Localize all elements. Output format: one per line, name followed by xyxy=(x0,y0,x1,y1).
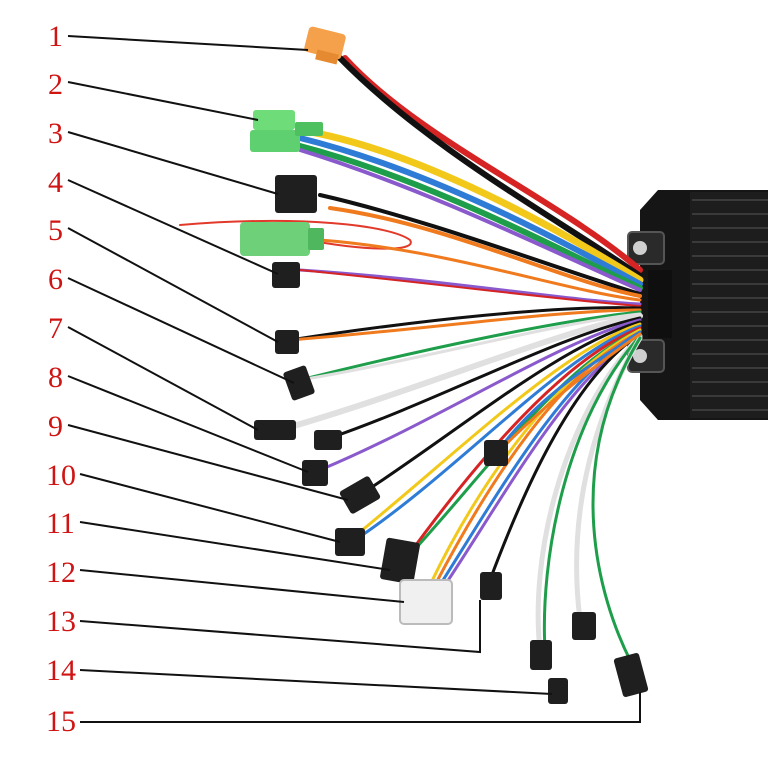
connector-6 xyxy=(283,365,315,401)
callout-10: 10 xyxy=(46,459,76,492)
leader-8 xyxy=(67,375,309,473)
callout-11: 11 xyxy=(46,507,75,540)
leader-13 xyxy=(79,600,481,654)
callout-12: 12 xyxy=(46,556,76,589)
callout-2: 2 xyxy=(48,68,63,101)
leader-2 xyxy=(67,81,259,121)
connector-10b xyxy=(484,440,508,466)
green-multi-connector xyxy=(250,110,323,152)
callout-1: 1 xyxy=(48,20,63,53)
callout-6: 6 xyxy=(48,263,63,296)
leader-10 xyxy=(79,473,341,543)
controller-body xyxy=(627,190,768,420)
connectors xyxy=(240,26,649,704)
callout-9: 9 xyxy=(48,410,63,443)
connector-7b xyxy=(314,430,342,450)
white-connector-12 xyxy=(399,579,453,625)
leader-5 xyxy=(67,227,279,343)
leader-15 xyxy=(80,692,641,723)
connector-13 xyxy=(480,572,502,600)
green-throttle-connector xyxy=(240,222,324,256)
connector-9 xyxy=(339,476,381,514)
callout-15: 15 xyxy=(46,705,76,738)
leader-11 xyxy=(79,521,391,571)
leader-6 xyxy=(67,277,295,384)
connector-10 xyxy=(335,528,365,556)
connector-3 xyxy=(275,175,317,213)
leader-lines xyxy=(67,35,641,723)
callout-8: 8 xyxy=(48,361,63,394)
leader-7 xyxy=(67,326,259,431)
callout-labels: 1 2 3 4 5 6 7 8 9 10 11 12 13 14 15 xyxy=(46,20,76,738)
callout-3: 3 xyxy=(48,117,63,150)
callout-13: 13 xyxy=(46,605,76,638)
connector-14 xyxy=(530,640,552,670)
connector-14b xyxy=(548,678,568,704)
connector-4 xyxy=(272,262,300,288)
connector-11 xyxy=(380,537,420,585)
wire-bundle xyxy=(179,55,644,662)
leader-1 xyxy=(67,35,309,51)
leader-12 xyxy=(79,569,405,603)
leader-14 xyxy=(79,669,553,695)
connector-7 xyxy=(254,420,296,440)
leader-4 xyxy=(67,179,279,275)
callout-5: 5 xyxy=(48,214,63,247)
leader-9 xyxy=(67,424,349,501)
callout-4: 4 xyxy=(48,166,63,199)
connector-15 xyxy=(613,652,649,698)
connector-15a xyxy=(572,612,596,640)
callout-7: 7 xyxy=(48,312,63,345)
callout-14: 14 xyxy=(46,654,76,687)
connector-5 xyxy=(275,330,299,354)
leader-3 xyxy=(67,131,279,195)
connector-8 xyxy=(302,460,328,486)
main-battery-connector xyxy=(304,26,346,65)
